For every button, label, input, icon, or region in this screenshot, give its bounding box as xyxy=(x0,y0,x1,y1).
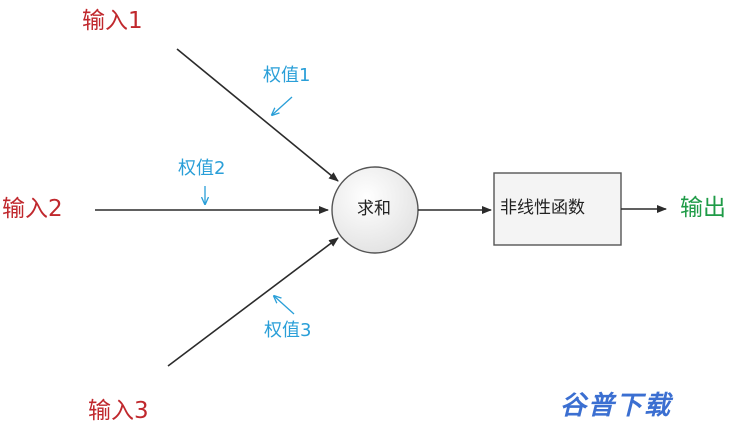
weight3-arrow xyxy=(274,296,295,315)
weight-2-label: 权值2 xyxy=(178,158,226,179)
input-3-label: 输入3 xyxy=(88,398,149,424)
input1-connection xyxy=(176,48,339,182)
sum-node-label: 求和 xyxy=(357,199,391,219)
input-2-label: 输入2 xyxy=(2,196,63,222)
input-1-label: 输入1 xyxy=(82,8,143,34)
weight-1-label: 权值1 xyxy=(263,65,311,86)
weight1-arrow xyxy=(272,96,293,115)
output-label: 输出 xyxy=(680,195,726,221)
watermark: 谷普下载 xyxy=(560,391,673,421)
function-box-label: 非线性函数 xyxy=(500,198,585,218)
input3-connection xyxy=(167,237,339,367)
weight-3-label: 权值3 xyxy=(264,320,312,341)
